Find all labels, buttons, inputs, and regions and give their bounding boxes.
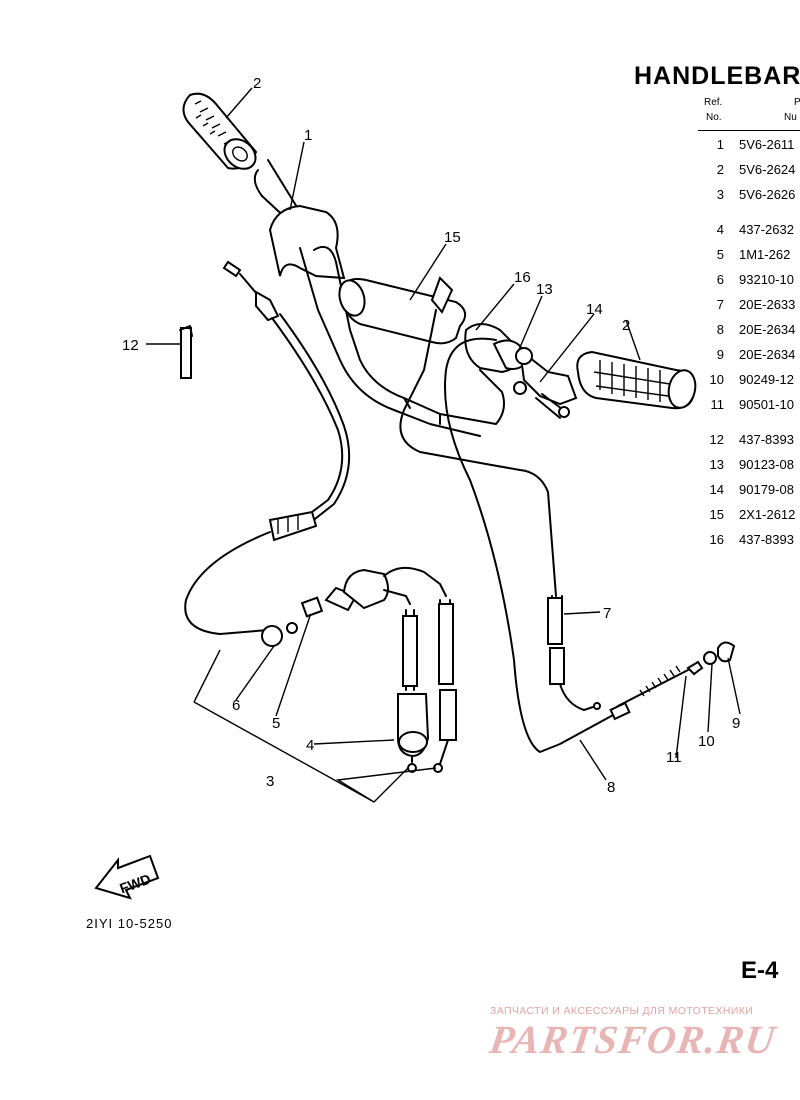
callout-3: 3	[266, 773, 274, 790]
throttle-housing[interactable]	[464, 323, 578, 419]
ref-no: 2	[716, 162, 724, 177]
table-row: 13 90123-08	[698, 451, 800, 476]
ref-no: 15	[709, 507, 724, 522]
callout-2-right: 2	[622, 317, 630, 334]
callout-1: 1	[304, 127, 312, 144]
header-part-line1: P	[794, 97, 800, 108]
ref-no: 10	[709, 372, 724, 387]
table-row: 8 20E-2634	[698, 316, 800, 341]
part-number: 20E-2634	[739, 347, 796, 362]
ref-no: 16	[709, 532, 724, 547]
callout-2-left: 2	[253, 75, 261, 92]
callout-5: 5	[272, 715, 280, 732]
part-number: 20E-2633	[739, 297, 796, 312]
table-row: 2 5V6-2624	[698, 156, 800, 181]
handlebar[interactable]	[253, 159, 505, 437]
clamp-band[interactable]	[399, 276, 557, 597]
adjuster-parts[interactable]	[686, 641, 736, 676]
ref-no: 3	[716, 187, 724, 202]
callout-13: 13	[536, 281, 553, 298]
part-number: 90123-08	[739, 457, 794, 472]
ref-no: 5	[716, 247, 724, 262]
callout-15: 15	[444, 229, 461, 246]
callout-numbers: 1 2 2 3 4 5 6 7 8 9 10 11 12 13 14 15 16	[122, 75, 740, 796]
table-row: 16 437-8393	[698, 526, 800, 551]
callout-12: 12	[122, 337, 139, 354]
diagram-code: 2IYI 10-5250	[86, 916, 172, 931]
ref-no: 14	[709, 482, 724, 497]
part-number: 93210-10	[739, 272, 794, 287]
callout-7: 7	[603, 605, 611, 622]
left-grip[interactable]	[182, 92, 261, 175]
table-row: 15 2X1-2612	[698, 501, 800, 526]
ref-no: 7	[716, 297, 724, 312]
part-number: 1M1-262	[739, 247, 791, 262]
callout-4: 4	[306, 737, 314, 754]
header-ref-line1: Ref.	[704, 97, 723, 108]
part-number: 90249-12	[739, 372, 794, 387]
ref-no: 11	[710, 397, 725, 412]
ref-no: 4	[716, 222, 724, 237]
cable-splitter[interactable]	[324, 566, 457, 773]
callout-11: 11	[666, 749, 682, 766]
watermark-logo: PARTSFOR.RU	[486, 1017, 779, 1062]
ref-no: 1	[716, 137, 724, 152]
ref-no: 13	[709, 457, 724, 472]
table-row: 12 437-8393	[698, 426, 800, 451]
table-row: 5 1M1-262	[698, 241, 800, 266]
fwd-arrow: FWD	[94, 854, 160, 900]
table-row: 11 90501-10	[698, 391, 800, 416]
header-ref-line2: No.	[706, 112, 722, 123]
table-row: 7 20E-2633	[698, 291, 800, 316]
table-row: 9 20E-2634	[698, 341, 800, 366]
brake-cable[interactable]	[444, 337, 689, 753]
callout-16: 16	[514, 269, 531, 286]
part-number: 437-2632	[739, 222, 794, 237]
part-number: 5V6-2611	[739, 137, 795, 152]
callout-8: 8	[607, 779, 615, 796]
parts-table-rows: 1 5V6-2611 2 5V6-2624 3 5V6-2626 4 437-2632 5 1M1…	[698, 131, 800, 551]
callout-9: 9	[732, 715, 740, 732]
part-12-strap[interactable]	[179, 325, 193, 379]
part-number: 2X1-2612	[739, 507, 796, 522]
ref-no: 12	[709, 432, 724, 447]
part-number: 90179-08	[739, 482, 794, 497]
left-cable[interactable]	[184, 260, 351, 647]
page-id: E-4	[741, 957, 779, 984]
ref-no: 9	[716, 347, 724, 362]
table-row: 10 90249-12	[698, 366, 800, 391]
part-number: 437-8393	[739, 432, 794, 447]
parts-table: Ref. No. P Nu 1 5V6-2611 2 5V6-2624 3 5V6-262…	[698, 96, 800, 551]
header-part-line2: Nu	[784, 112, 797, 123]
leader-lines	[146, 87, 741, 803]
handlebar-pad[interactable]	[336, 277, 467, 345]
table-row: 6 93210-10	[698, 266, 800, 291]
part-number: 20E-2634	[739, 322, 796, 337]
ref-no: 8	[716, 322, 724, 337]
throttle-cable[interactable]	[547, 595, 601, 711]
table-row: 14 90179-08	[698, 476, 800, 501]
parts-table-header: Ref. No. P Nu	[698, 96, 800, 131]
watermark-caption: ЗАПЧАСТИ И АКСЕССУАРЫ ДЛЯ МОТОТЕХНИКИ	[490, 1005, 754, 1017]
callout-6: 6	[232, 697, 240, 714]
right-grip[interactable]	[576, 350, 698, 410]
table-row: 3 5V6-2626	[698, 181, 800, 206]
part-number: 437-8393	[739, 532, 794, 547]
table-row: 1 5V6-2611	[698, 131, 800, 156]
callout-10: 10	[698, 733, 715, 750]
part-number: 5V6-2626	[739, 187, 796, 202]
part-number: 5V6-2624	[739, 162, 796, 177]
part-number: 90501-10	[739, 397, 794, 412]
ref-no: 6	[716, 272, 724, 287]
page-title: HANDLEBAR	[634, 62, 800, 90]
table-row: 4 437-2632	[698, 216, 800, 241]
callout-14: 14	[586, 301, 603, 318]
